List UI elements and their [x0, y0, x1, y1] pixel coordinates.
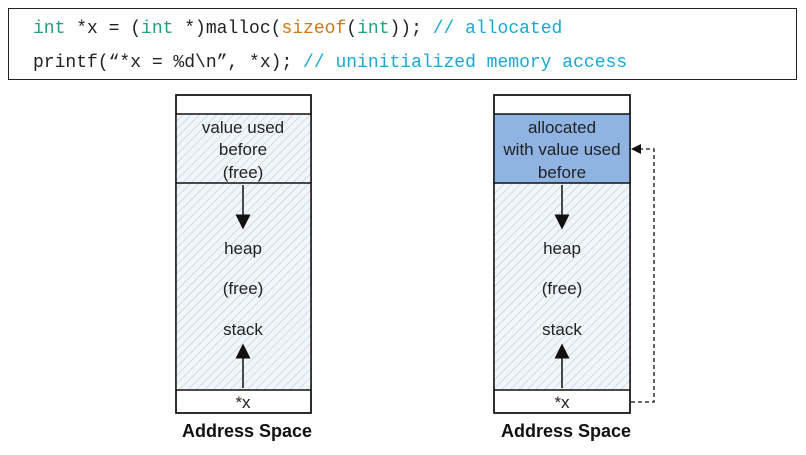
left-caption: Address Space	[182, 421, 312, 441]
right-free-label: (free)	[542, 279, 583, 298]
left-stack-label: stack	[223, 320, 263, 339]
code-text: *x = (	[65, 19, 142, 39]
code-text: ));	[389, 19, 433, 39]
right-top-label-3: before	[538, 163, 586, 182]
left-memory-border	[175, 94, 312, 414]
code-text: printf(“*x = %d\n”, *x);	[33, 53, 304, 73]
code-text: *)malloc(	[173, 19, 282, 39]
code-line-1: int *x = (int *)malloc(sizeof(int)); // …	[33, 19, 562, 39]
right-address-space: allocated with value used before heap (f…	[493, 94, 655, 441]
comment-allocated: // allocated	[432, 19, 563, 39]
right-pointer-label: *x	[554, 393, 570, 412]
right-stack-label: stack	[542, 320, 582, 339]
keyword-int: int	[33, 19, 66, 39]
keyword-int: int	[357, 19, 390, 39]
right-top-label-2: with value used	[502, 140, 620, 159]
left-free-label: (free)	[223, 279, 264, 298]
code-line-2: printf(“*x = %d\n”, *x); // uninitialize…	[33, 53, 627, 73]
right-caption: Address Space	[501, 421, 631, 441]
keyword-int: int	[141, 19, 174, 39]
right-memory-border	[493, 94, 631, 414]
comment-uninitialized: // uninitialized memory access	[303, 53, 628, 73]
left-heap-label: heap	[224, 239, 262, 258]
right-heap-label: heap	[543, 239, 581, 258]
pointer-arrowhead-icon	[631, 144, 641, 154]
keyword-sizeof: sizeof	[281, 19, 347, 39]
right-allocated-region	[494, 114, 630, 183]
left-top-label-1: value used	[202, 118, 284, 137]
right-top-label-1: allocated	[528, 118, 596, 137]
left-top-label-2: before	[219, 140, 267, 159]
left-top-label-3: (free)	[223, 163, 264, 182]
left-address-space: value used before (free) heap (free) sta…	[175, 94, 312, 441]
left-pointer-label: *x	[235, 393, 251, 412]
code-text: (	[346, 19, 358, 39]
pointer-dashed-line	[631, 148, 655, 403]
code-box: int *x = (int *)malloc(sizeof(int)); // …	[8, 8, 797, 80]
